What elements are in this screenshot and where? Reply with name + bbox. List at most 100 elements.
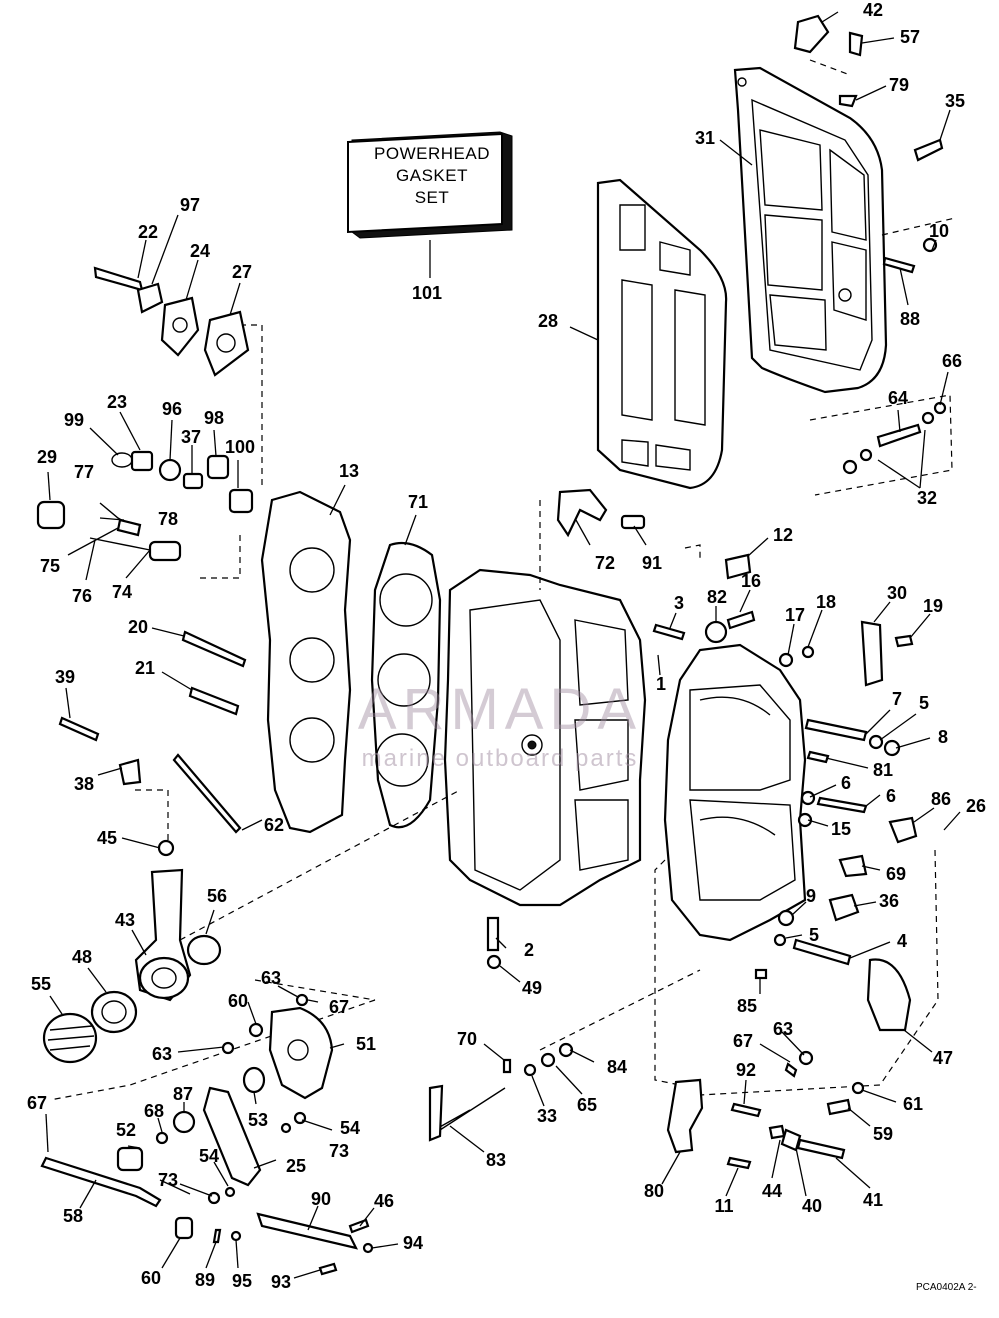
gasket-set-box: [347, 131, 513, 278]
callout-label: 7: [891, 689, 903, 709]
callout-label: 67: [328, 997, 350, 1017]
callout-label: 64: [887, 388, 909, 408]
callout-label: 19: [922, 596, 944, 616]
callout-label: 37: [180, 427, 202, 447]
callout-label: 87: [172, 1084, 194, 1104]
callout-label: 99: [63, 410, 85, 430]
callout-label: 73: [157, 1170, 179, 1190]
callout-label: 30: [886, 583, 908, 603]
callout-label: 49: [521, 978, 543, 998]
callout-label: 18: [815, 592, 837, 612]
callout-label: 23: [106, 392, 128, 412]
callout-label: 76: [71, 586, 93, 606]
callout-label: 67: [26, 1093, 48, 1113]
callout-label: 47: [932, 1048, 954, 1068]
callout-label: 5: [918, 693, 930, 713]
part-28-exhaust-plate: [569, 178, 728, 490]
callout-label: 8: [937, 727, 949, 747]
callout-label: 54: [198, 1146, 220, 1166]
callout-label: 52: [115, 1120, 137, 1140]
figure-code: PCA0402A 2-: [916, 1282, 977, 1293]
callout-label: 29: [36, 447, 58, 467]
callout-label: 69: [885, 864, 907, 884]
callout-label: 24: [189, 241, 211, 261]
crankcase-half: [663, 643, 807, 942]
callout-label: 21: [134, 658, 156, 678]
callout-label: 33: [536, 1106, 558, 1126]
callout-label: 58: [62, 1206, 84, 1226]
callout-label: 78: [157, 509, 179, 529]
callout-label: 85: [736, 996, 758, 1016]
callout-label: 77: [73, 462, 95, 482]
callout-label: 60: [140, 1268, 162, 1288]
callout-label: 71: [407, 492, 429, 512]
crankcase-block: [443, 568, 647, 907]
callout-label: 84: [606, 1057, 628, 1077]
callout-label: 67: [732, 1031, 754, 1051]
callout-label: 59: [872, 1124, 894, 1144]
callout-label: 20: [127, 617, 149, 637]
callout-label: 17: [784, 605, 806, 625]
guide-lines: [49, 59, 956, 1101]
callout-label: 73: [328, 1141, 350, 1161]
callout-label: 79: [888, 75, 910, 95]
callout-label: 42: [862, 0, 884, 20]
callout-label: 9: [805, 886, 817, 906]
callout-label: 57: [899, 27, 921, 47]
callout-label: 97: [179, 195, 201, 215]
gasket-box-line2: GASKET: [396, 166, 468, 185]
small-parts-lower-right: [666, 1050, 865, 1170]
callout-label: 72: [594, 553, 616, 573]
callout-label: 31: [694, 128, 716, 148]
callout-label: 38: [73, 774, 95, 794]
callout-label: 44: [761, 1181, 783, 1201]
gasket-box-line1: POWERHEAD: [374, 144, 490, 163]
callout-label: 62: [263, 815, 285, 835]
callout-label: 96: [161, 399, 183, 419]
callout-label: 4: [896, 931, 908, 951]
callout-label: 63: [151, 1044, 173, 1064]
callout-label: 54: [339, 1118, 361, 1138]
callout-label: 82: [706, 587, 728, 607]
callout-label: 93: [270, 1272, 292, 1292]
callout-label: 56: [206, 886, 228, 906]
callout-label: 35: [944, 91, 966, 111]
callout-label: 15: [830, 819, 852, 839]
watermark-brand: ARMADA: [357, 677, 643, 742]
callout-label: 43: [114, 910, 136, 930]
callout-label: 70: [456, 1029, 478, 1049]
callout-label: 53: [247, 1110, 269, 1130]
callout-label: 45: [96, 828, 118, 848]
callout-label: 13: [338, 461, 360, 481]
callout-label: 36: [878, 891, 900, 911]
callout-label: 100: [224, 437, 256, 457]
part-13-head-cover: [260, 484, 352, 834]
callout-label: 65: [576, 1095, 598, 1115]
callout-label: 90: [310, 1189, 332, 1209]
callout-label: 60: [227, 991, 249, 1011]
callout-label: 66: [941, 351, 963, 371]
callout-label: 27: [231, 262, 253, 282]
callout-label: 41: [862, 1190, 884, 1210]
callout-label: 63: [772, 1019, 794, 1039]
gasket-box-line3: SET: [414, 188, 450, 207]
callout-label: 81: [872, 760, 894, 780]
callout-label: 2: [523, 940, 535, 960]
callout-label: 40: [801, 1196, 823, 1216]
callout-label: 11: [714, 1196, 734, 1216]
callout-label: 28: [537, 311, 559, 331]
callout-label: 48: [71, 947, 93, 967]
callout-label: 5: [808, 925, 820, 945]
callout-label: 26: [965, 796, 987, 816]
callout-label: 83: [485, 1150, 507, 1170]
small-parts-upper-left: [36, 266, 254, 834]
callout-label: 6: [885, 786, 897, 806]
callout-label: 32: [916, 488, 938, 508]
small-parts-lower-left: [40, 839, 574, 1276]
callout-label: 80: [643, 1181, 665, 1201]
callout-label: 10: [928, 221, 950, 241]
callout-label: 74: [111, 582, 133, 602]
gasket-set-box-label: POWERHEAD GASKET SET: [352, 143, 512, 209]
callout-label: 75: [39, 556, 61, 576]
